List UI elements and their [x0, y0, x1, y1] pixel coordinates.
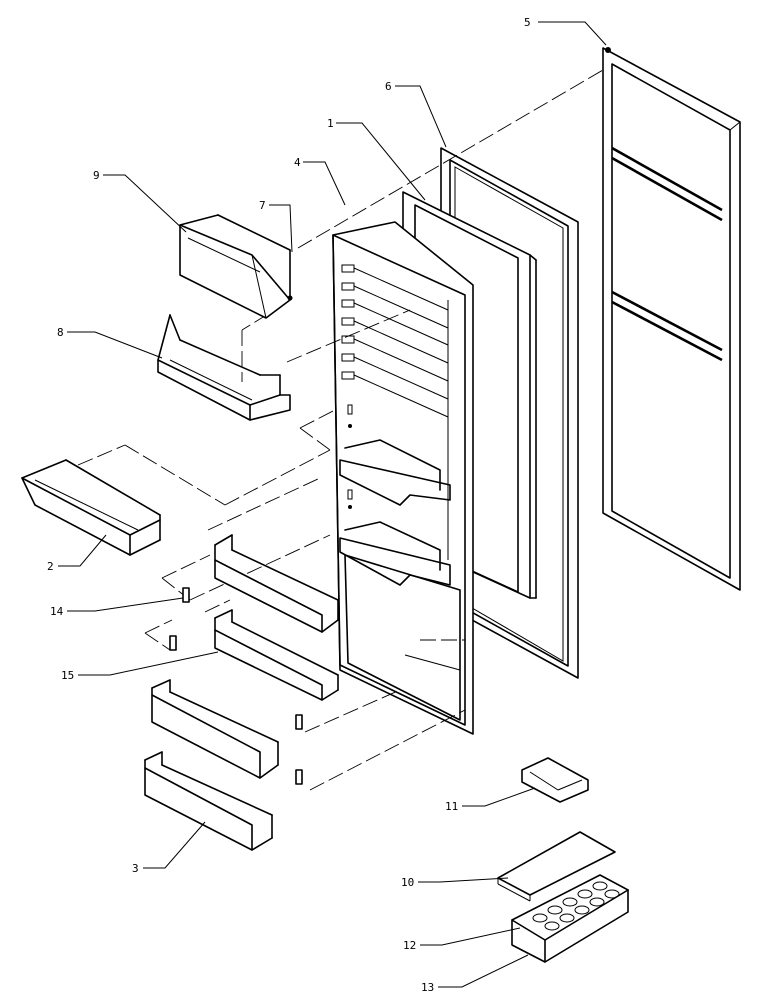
callout-8: 8: [57, 326, 64, 339]
callout-9: 9: [93, 169, 100, 182]
egg-cups: [532, 881, 620, 931]
callout-5: 5: [524, 16, 531, 29]
egg-tray-container: [511, 874, 629, 963]
callout-14: 14: [50, 605, 64, 618]
callout-1: 1: [327, 117, 334, 130]
callout-labels: 5 6 1 4 7 9 8 2 14 15 3 11 10 12 13: [47, 16, 531, 994]
door-bin-15: [214, 609, 339, 701]
door-bin-left: [21, 459, 161, 556]
callout-6: 6: [385, 80, 392, 93]
callout-2: 2: [47, 560, 54, 573]
small-tray: [521, 757, 589, 803]
door-bin-3: [144, 751, 273, 851]
door-bin-middle: [151, 679, 279, 779]
dairy-compartment: [157, 314, 291, 421]
callout-3: 3: [132, 862, 139, 875]
callout-4: 4: [294, 156, 301, 169]
inner-liner: [332, 221, 474, 735]
leader-lines: [58, 21, 607, 988]
callout-12: 12: [403, 939, 416, 952]
callout-15: 15: [61, 669, 74, 682]
callout-10: 10: [401, 876, 414, 889]
door-bin-upper: [214, 534, 339, 633]
shelf-rails: [341, 264, 449, 560]
bin-bracket: [169, 587, 303, 785]
callout-13: 13: [421, 981, 434, 994]
outer-door-frame: [602, 47, 741, 591]
callout-7: 7: [259, 199, 266, 212]
dairy-compartment-cover: [179, 214, 293, 319]
cover-plate: [497, 831, 616, 902]
callout-11: 11: [445, 800, 458, 813]
